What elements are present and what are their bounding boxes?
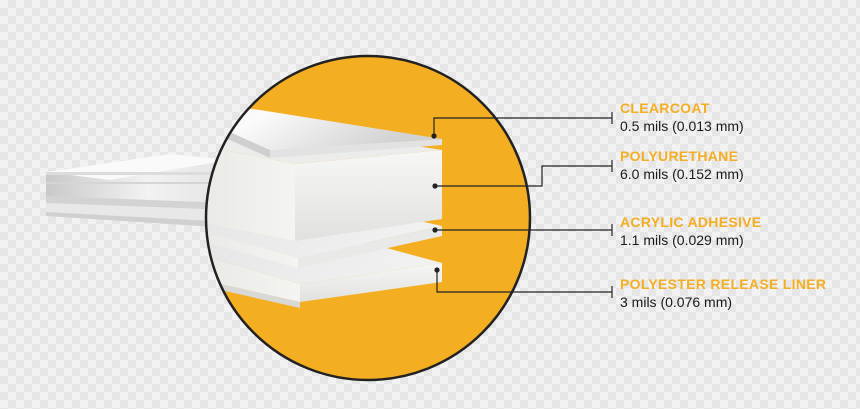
layer-spec-clearcoat: 0.5 mils (0.013 mm): [620, 118, 744, 134]
layer-name-clearcoat: CLEARCOAT: [620, 100, 710, 116]
label-release-liner: POLYESTER RELEASE LINER 3 mils (0.076 mm…: [620, 276, 856, 311]
callout-dot-adhesive: [432, 227, 438, 233]
callout-dot-polyurethane: [432, 183, 438, 189]
label-adhesive: ACRYLIC ADHESIVE 1.1 mils (0.029 mm): [620, 214, 856, 249]
layer-spec-adhesive: 1.1 mils (0.029 mm): [620, 232, 744, 248]
layer-name-adhesive: ACRYLIC ADHESIVE: [620, 214, 762, 230]
layer-name-polyurethane: POLYURETHANE: [620, 148, 739, 164]
leader-line-release-liner: [436, 270, 612, 293]
layer-spec-release-liner: 3 mils (0.076 mm): [620, 294, 733, 310]
outside-laminate-strip: [46, 154, 230, 228]
leader-line-clearcoat: [433, 117, 612, 136]
layer-spec-polyurethane: 6.0 mils (0.152 mm): [620, 166, 744, 182]
leader-line-polyurethane: [435, 165, 612, 187]
callout-dot-release-liner: [434, 267, 440, 273]
callout-dot-clearcoat: [431, 133, 437, 139]
label-polyurethane: POLYURETHANE 6.0 mils (0.152 mm): [620, 148, 856, 183]
magnifier-outline: [204, 54, 532, 382]
layer-name-release-liner: POLYESTER RELEASE LINER: [620, 276, 827, 292]
label-clearcoat: CLEARCOAT 0.5 mils (0.013 mm): [620, 100, 856, 135]
